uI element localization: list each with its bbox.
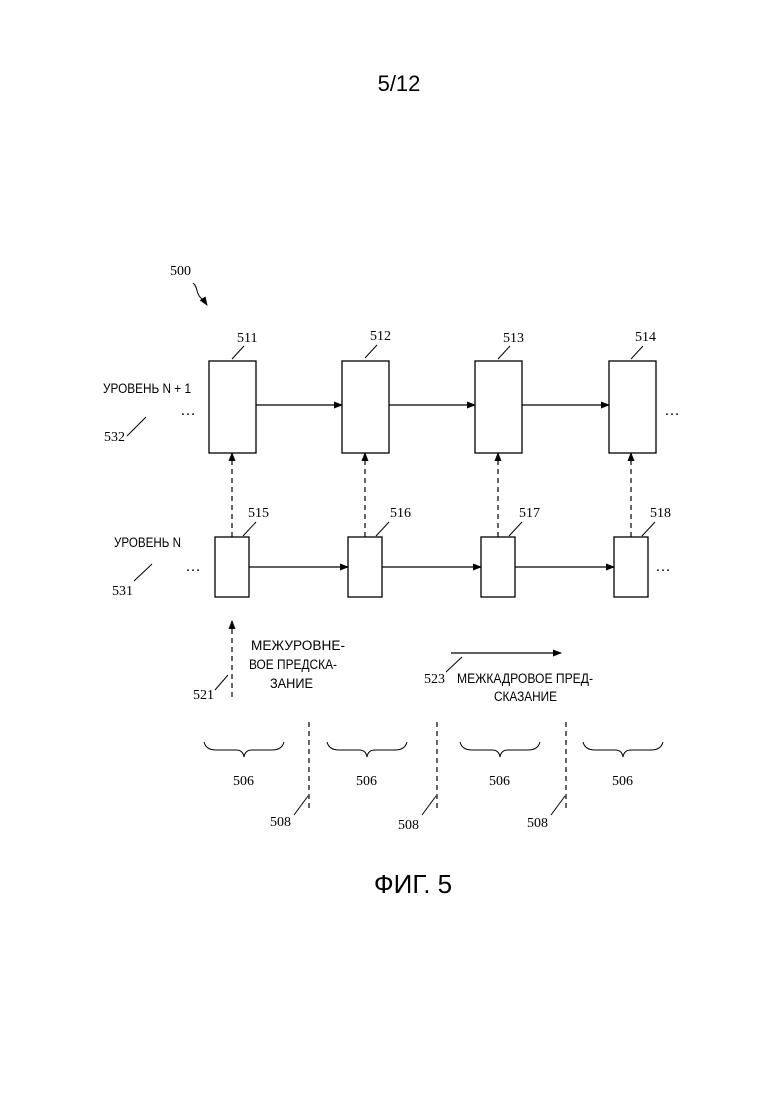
legend-inter-layer-line-2: ВОЕ ПРЕДСКА- xyxy=(249,657,337,672)
separator-3-leader xyxy=(551,796,565,815)
lower-frame-518-leader xyxy=(642,522,655,536)
lower-left-ellipsis: … xyxy=(185,558,201,575)
upper-layer-ref: 532 xyxy=(104,430,125,445)
separator-1-leader xyxy=(294,796,308,815)
separator-1-ref: 508 xyxy=(270,815,291,830)
group-brace-3 xyxy=(460,742,540,757)
separator-2-ref: 508 xyxy=(398,818,419,833)
diagram-ref-label: 500 xyxy=(170,264,191,279)
group-2-ref: 506 xyxy=(356,774,377,789)
group-3-ref: 506 xyxy=(489,774,510,789)
lower-frame-516 xyxy=(348,537,382,597)
upper-frame-511-ref: 511 xyxy=(237,331,257,346)
legend-inter-frame-line-2: СКАЗАНИЕ xyxy=(494,689,557,704)
lower-frame-515 xyxy=(215,537,249,597)
lower-frame-518-ref: 518 xyxy=(650,506,671,521)
upper-frame-511-leader xyxy=(232,346,244,359)
lower-frame-518 xyxy=(614,537,648,597)
group-brace-4 xyxy=(583,742,663,757)
upper-frame-514-leader xyxy=(631,346,643,359)
lower-frame-517-ref: 517 xyxy=(519,506,540,521)
lower-frame-515-ref: 515 xyxy=(248,506,269,521)
lower-layer-ref-leader xyxy=(134,564,152,581)
group-4-ref: 506 xyxy=(612,774,633,789)
upper-frame-513 xyxy=(475,361,522,453)
lower-layer-ref: 531 xyxy=(112,584,133,599)
upper-frame-513-ref: 513 xyxy=(503,331,524,346)
lower-frame-516-ref: 516 xyxy=(390,506,411,521)
legend-inter-layer-line-3: ЗАНИЕ xyxy=(270,676,313,691)
page-number: 5/12 xyxy=(378,71,421,96)
group-brace-2 xyxy=(327,742,407,757)
lower-frame-515-leader xyxy=(243,522,256,536)
lower-frame-517-leader xyxy=(509,522,522,536)
legend-inter-layer-line-1: МЕЖУРОВНЕ- xyxy=(251,638,345,653)
upper-layer-ref-leader xyxy=(127,417,146,436)
figure-title: ФИГ. 5 xyxy=(374,869,452,899)
separator-3-ref: 508 xyxy=(527,816,548,831)
upper-right-ellipsis: … xyxy=(664,402,680,419)
diagram-ref-leader xyxy=(193,283,207,305)
upper-frame-512-leader xyxy=(365,345,377,358)
group-brace-1 xyxy=(204,742,284,757)
lower-frame-517 xyxy=(481,537,515,597)
legend-inter-frame-leader xyxy=(446,657,462,672)
lower-frame-516-leader xyxy=(376,522,389,536)
legend-inter-frame-line-1: МЕЖКАДРОВОЕ ПРЕД- xyxy=(457,671,593,686)
upper-frame-511 xyxy=(209,361,256,453)
lower-right-ellipsis: … xyxy=(655,558,671,575)
upper-frame-512 xyxy=(342,361,389,453)
legend-inter-layer-ref: 521 xyxy=(193,688,214,703)
lower-layer-label: УРОВЕНЬ N xyxy=(114,535,181,550)
group-1-ref: 506 xyxy=(233,774,254,789)
legend-inter-frame-ref: 523 xyxy=(424,672,445,687)
upper-left-ellipsis: … xyxy=(180,402,196,419)
upper-layer-label: УРОВЕНЬ N + 1 xyxy=(103,381,191,396)
upper-frame-512-ref: 512 xyxy=(370,329,391,344)
legend-inter-layer-leader xyxy=(215,675,228,690)
separator-2-leader xyxy=(422,796,436,815)
upper-frame-514-ref: 514 xyxy=(635,330,656,345)
upper-frame-513-leader xyxy=(498,346,510,359)
upper-frame-514 xyxy=(609,361,656,453)
